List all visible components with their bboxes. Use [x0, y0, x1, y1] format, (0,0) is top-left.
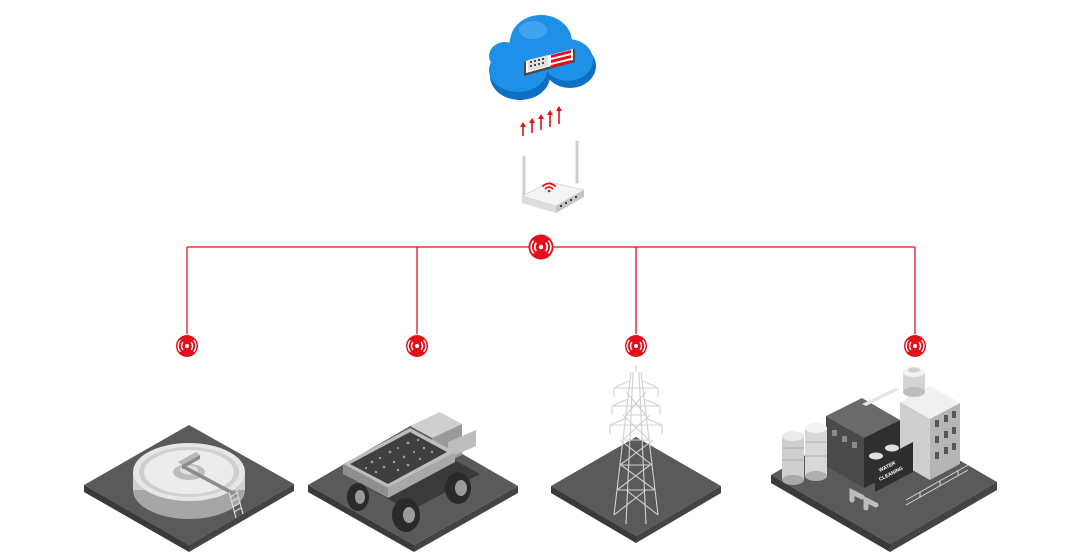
mining-dump-truck-icon [308, 412, 518, 552]
connection-lines [186, 246, 916, 334]
water-cleaning-sign: WATER CLEANING [875, 442, 913, 492]
site-3-wireless-signal-icon [624, 334, 648, 358]
router-wifi-symbol [542, 182, 556, 193]
cloud-server-icon [489, 15, 596, 100]
site-1-wireless-signal-icon [175, 334, 199, 358]
power-transmission-tower-icon [551, 365, 721, 543]
site-2-wireless-signal-icon [405, 334, 429, 358]
cloud-server-panel [524, 49, 575, 76]
upload-arrows-icon [520, 106, 562, 136]
factory-pipes [849, 487, 879, 511]
wifi-router-icon [520, 140, 586, 213]
clarifier-ladder [228, 487, 244, 519]
truck-ore-load [364, 438, 434, 474]
site-4-wireless-signal-icon [903, 334, 927, 358]
water-treatment-clarifier-icon [84, 425, 294, 552]
hub-wireless-signal-icon [527, 233, 555, 261]
factory-silos [782, 423, 827, 485]
water-cleaning-factory-icon: WATER CLEANING [771, 367, 997, 552]
